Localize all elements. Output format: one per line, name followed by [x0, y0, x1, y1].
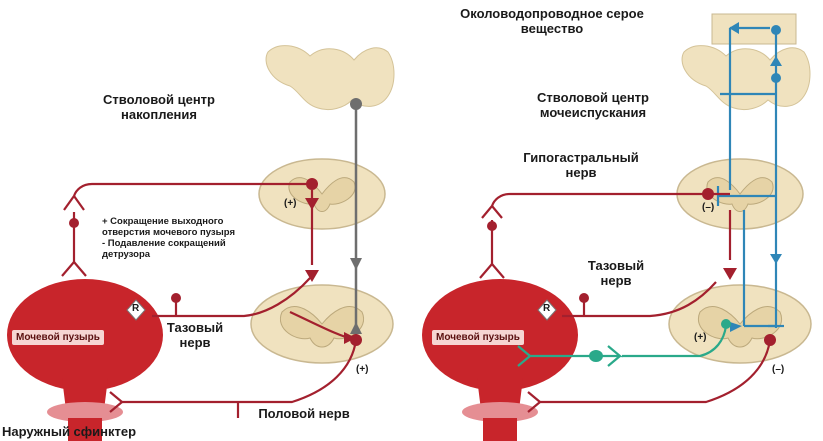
- receptor-label-right: R: [543, 303, 550, 315]
- brainstem-micturition-label: Стволовой центр мочеиспускания: [518, 90, 668, 120]
- bladder-label-left: Мочевой пузырь: [12, 330, 104, 345]
- pudendal-nerve-label: Половой нерв: [244, 406, 364, 421]
- bladder-label-right: Мочевой пузырь: [432, 330, 524, 345]
- plus-lower-left: (+): [356, 362, 369, 377]
- plus-mid-right: (+): [694, 330, 707, 345]
- brainstem-shape-left: [266, 46, 394, 110]
- minus-lower-right: (–): [772, 362, 784, 377]
- effects-label: + Сокращение выходного отверстия мочевог…: [102, 216, 282, 260]
- brainstem-shape-right: [682, 46, 810, 110]
- pag-label: Околоводопроводное серое вещество: [452, 6, 652, 36]
- plus-upper-left: (+): [284, 196, 297, 211]
- brainstem-storage-label: Стволовой центр накопления: [84, 92, 234, 122]
- pelvic-nerve-label-right: Тазовый нерв: [576, 258, 656, 288]
- hypogastric-nerve-label: Гипогастральный нерв: [506, 150, 656, 180]
- receptor-label-left: R: [132, 303, 139, 315]
- pelvic-nerve-label-left: Тазовый нерв: [160, 320, 230, 350]
- minus-upper-right: (–): [702, 200, 714, 215]
- external-sphincter-label: Наружный сфинктер: [2, 424, 182, 439]
